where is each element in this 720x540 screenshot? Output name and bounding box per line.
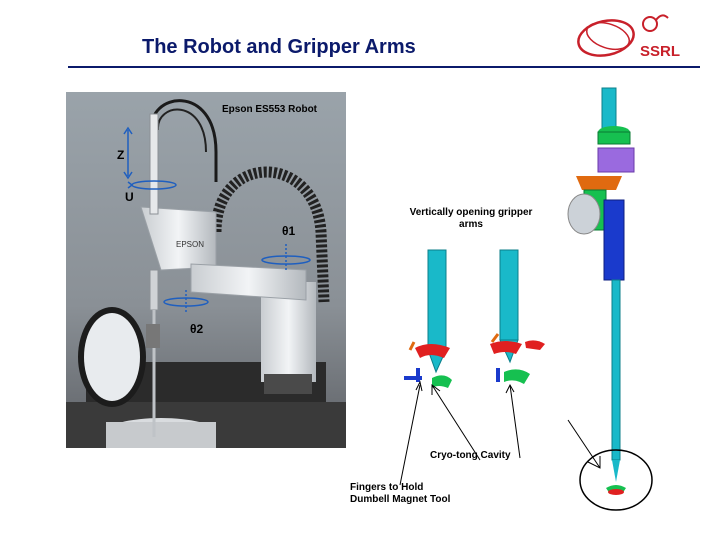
fingers-caption-line1: Fingers to Hold <box>350 482 424 493</box>
epson-brand-text: EPSON <box>176 240 204 249</box>
cavity-caption: Cryo-tong Cavity <box>430 450 511 461</box>
theta1-axis-label: θ1 <box>282 224 296 238</box>
theta2-axis-label: θ2 <box>190 322 204 336</box>
fingers-caption: Fingers to Hold Dumbell Magnet Tool <box>350 482 450 506</box>
slide-title: The Robot and Gripper Arms <box>142 36 416 58</box>
ssrl-logo: SSRL <box>577 14 680 60</box>
fingers-caption-line2: Dumbell Magnet Tool <box>350 494 451 505</box>
logo-text: SSRL <box>640 43 680 60</box>
robot-model-label: Epson ES553 Robot <box>222 104 318 115</box>
gripper-arm-closed <box>404 249 452 388</box>
gripper-arm-open <box>490 249 545 384</box>
gripper-drawing <box>399 87 653 511</box>
title-divider <box>68 66 700 68</box>
highlight-circle <box>579 449 653 511</box>
robot-photo: EPSON <box>66 92 346 448</box>
gripper-caption: Vertically opening gripper arms <box>409 207 533 230</box>
pointer-lines <box>399 380 601 486</box>
z-axis-label: Z <box>117 148 125 162</box>
tool-assembly <box>567 87 635 495</box>
axis-arrows <box>123 126 311 314</box>
u-axis-label: U <box>125 190 134 204</box>
